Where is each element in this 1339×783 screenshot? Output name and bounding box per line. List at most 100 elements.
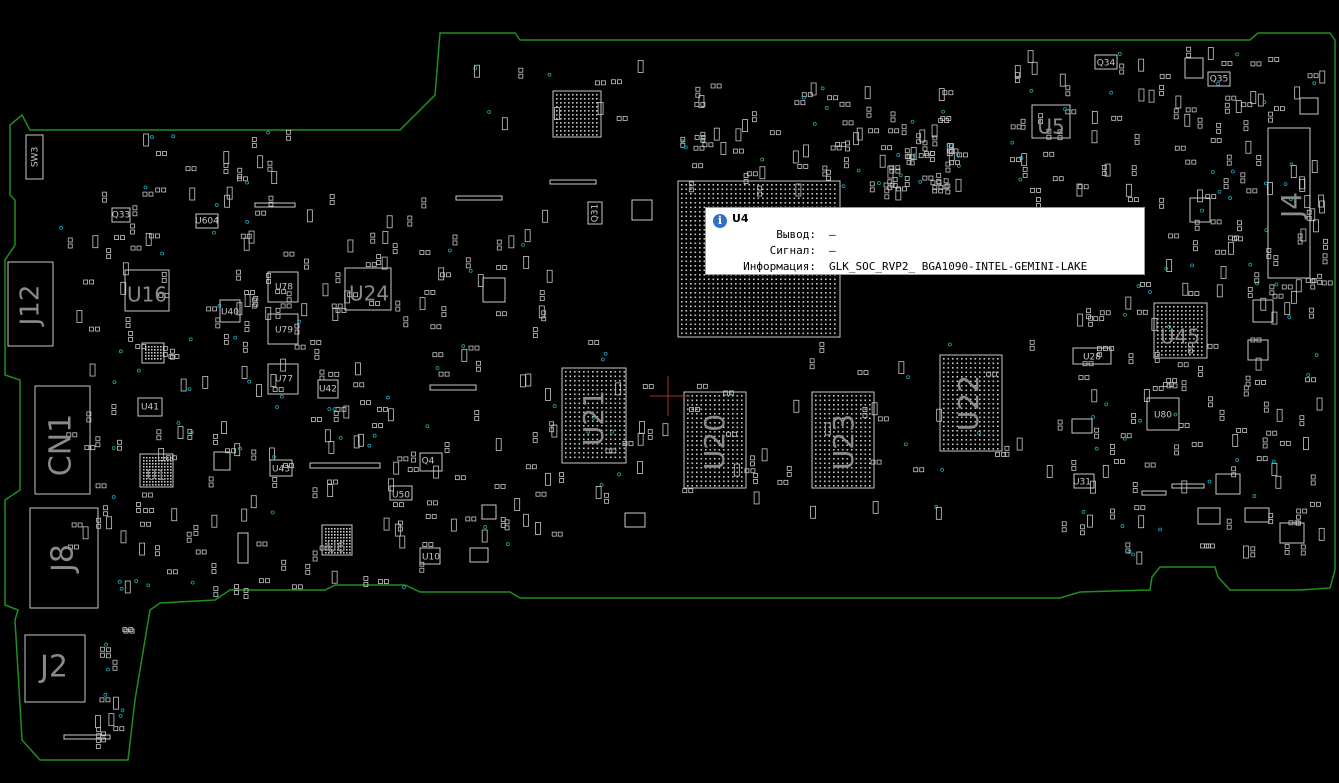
passive-component[interactable]	[202, 375, 209, 389]
trace-part[interactable]	[455, 195, 503, 201]
passive-component[interactable]	[329, 194, 335, 205]
passive-component[interactable]	[857, 370, 869, 376]
passive-component[interactable]	[1027, 50, 1034, 64]
passive-component[interactable]	[1154, 351, 1160, 363]
passive-component[interactable]	[393, 502, 404, 508]
passive-component[interactable]	[1110, 508, 1115, 520]
passive-component[interactable]	[746, 171, 758, 177]
passive-component[interactable]	[242, 341, 248, 353]
passive-component[interactable]	[243, 588, 249, 599]
passive-component[interactable]	[331, 570, 338, 584]
trace-part[interactable]	[1171, 483, 1205, 489]
passive-component[interactable]	[845, 140, 850, 152]
passive-component[interactable]	[1275, 475, 1282, 489]
chip-u45[interactable]	[1153, 302, 1208, 359]
passive-component[interactable]	[1101, 165, 1107, 176]
passive-component[interactable]	[1271, 462, 1278, 476]
passive-component[interactable]	[1250, 91, 1257, 104]
passive-component[interactable]	[377, 406, 388, 412]
passive-component[interactable]	[1243, 120, 1249, 132]
passive-component[interactable]	[524, 229, 531, 243]
passive-component[interactable]	[1065, 85, 1071, 97]
passive-component[interactable]	[495, 438, 502, 452]
passive-component[interactable]	[372, 423, 384, 428]
passive-component[interactable]	[1120, 433, 1132, 439]
passive-component[interactable]	[140, 521, 151, 527]
passive-component[interactable]	[95, 738, 101, 749]
passive-component[interactable]	[792, 150, 799, 164]
ic-q8[interactable]	[469, 547, 489, 563]
passive-component[interactable]	[946, 143, 953, 157]
passive-component[interactable]	[1226, 154, 1232, 166]
passive-component[interactable]	[689, 407, 700, 412]
passive-component[interactable]	[1266, 430, 1278, 436]
ic-u40[interactable]	[219, 299, 241, 323]
passive-component[interactable]	[294, 344, 306, 350]
passive-component[interactable]	[935, 506, 942, 520]
passive-component[interactable]	[1010, 157, 1021, 163]
passive-component[interactable]	[896, 186, 907, 192]
passive-component[interactable]	[753, 491, 760, 505]
passive-component[interactable]	[932, 188, 944, 194]
passive-component[interactable]	[710, 83, 722, 89]
passive-component[interactable]	[1269, 284, 1275, 296]
passive-component[interactable]	[1065, 109, 1077, 115]
passive-component[interactable]	[1198, 366, 1203, 377]
passive-component[interactable]	[1226, 518, 1232, 530]
passive-component[interactable]	[514, 498, 521, 511]
passive-component[interactable]	[1134, 133, 1140, 145]
passive-component[interactable]	[545, 388, 551, 401]
passive-component[interactable]	[888, 128, 900, 134]
passive-component[interactable]	[234, 584, 239, 596]
passive-component[interactable]	[1313, 219, 1319, 233]
passive-component[interactable]	[1136, 551, 1143, 565]
passive-component[interactable]	[535, 522, 541, 535]
passive-component[interactable]	[324, 429, 331, 443]
passive-component[interactable]	[733, 463, 740, 477]
passive-component[interactable]	[271, 171, 278, 185]
passive-component[interactable]	[835, 142, 847, 147]
passive-component[interactable]	[1077, 184, 1089, 190]
passive-component[interactable]	[1162, 382, 1174, 388]
ram-u23[interactable]	[811, 391, 875, 489]
passive-component[interactable]	[180, 378, 187, 392]
passive-component[interactable]	[1177, 362, 1189, 368]
ic-u34[interactable]	[1215, 473, 1241, 495]
ic-u16[interactable]	[124, 269, 170, 312]
passive-component[interactable]	[280, 358, 287, 372]
passive-component[interactable]	[696, 383, 708, 389]
passive-component[interactable]	[95, 715, 101, 729]
passive-component[interactable]	[225, 448, 236, 454]
passive-component[interactable]	[495, 311, 507, 317]
passive-component[interactable]	[283, 251, 295, 257]
passive-component[interactable]	[1262, 437, 1268, 449]
passive-component[interactable]	[244, 294, 251, 307]
passive-component[interactable]	[1200, 543, 1211, 549]
passive-component[interactable]	[1071, 459, 1077, 471]
passive-component[interactable]	[1131, 413, 1136, 424]
passive-component[interactable]	[312, 550, 318, 562]
passive-component[interactable]	[244, 290, 255, 295]
passive-component[interactable]	[1254, 272, 1260, 284]
passive-component[interactable]	[347, 239, 354, 253]
passive-component[interactable]	[688, 181, 694, 193]
ram-u22[interactable]	[939, 354, 1003, 452]
passive-component[interactable]	[1267, 182, 1273, 195]
ic-u145[interactable]	[317, 379, 339, 399]
passive-component[interactable]	[1127, 197, 1139, 203]
connector-j12[interactable]	[7, 261, 54, 347]
passive-component[interactable]	[378, 579, 389, 584]
passive-component[interactable]	[551, 424, 558, 438]
ic-u31[interactable]	[1197, 507, 1221, 525]
ic-u150[interactable]	[1252, 299, 1274, 323]
passive-component[interactable]	[1237, 220, 1242, 232]
passive-component[interactable]	[388, 478, 395, 492]
passive-component[interactable]	[114, 235, 125, 241]
passive-component[interactable]	[106, 516, 113, 530]
passive-component[interactable]	[1223, 178, 1229, 190]
connector-cn1[interactable]	[34, 385, 91, 495]
ic-u77[interactable]	[267, 363, 299, 395]
passive-component[interactable]	[1181, 480, 1188, 494]
passive-component[interactable]	[844, 157, 849, 169]
passive-component[interactable]	[1216, 122, 1222, 134]
